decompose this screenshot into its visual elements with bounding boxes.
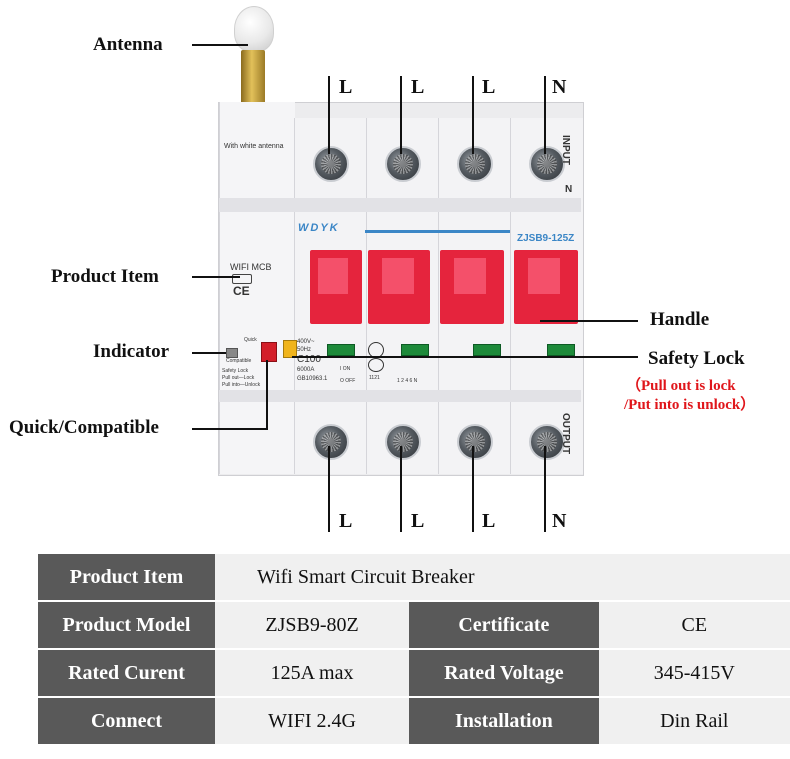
- cqc-mark-icon: [368, 358, 384, 372]
- status-window-3: [473, 344, 501, 356]
- status-window-4: [547, 344, 575, 356]
- bottom-terminal-4: N: [552, 510, 567, 532]
- standard-small: GB10963.1: [297, 376, 328, 382]
- output-label: OUTPUT: [560, 413, 571, 455]
- leader-quick-h: [192, 428, 268, 430]
- bottom-terminal-1: L: [339, 510, 353, 532]
- wifi-icon: [232, 274, 252, 284]
- spec-header-connect: Connect: [38, 698, 216, 744]
- top-screw-2: [385, 146, 421, 182]
- bottom-screw-1: [313, 424, 349, 460]
- brand-stripe: [365, 230, 510, 233]
- spec-header-product-item: Product Item: [38, 554, 216, 602]
- leader-product-item: [192, 276, 240, 278]
- spec-header-certificate: Certificate: [409, 602, 599, 650]
- table-row: Rated Curent 125A max Rated Voltage 345-…: [38, 650, 790, 698]
- leader-indicator: [192, 352, 226, 354]
- handle-grip-1: [318, 258, 348, 294]
- bottom-screw-3: [457, 424, 493, 460]
- top-screw-4: [529, 146, 565, 182]
- bottom-terminal-2: L: [411, 510, 425, 532]
- off-small: O OFF: [340, 378, 356, 384]
- status-window-2: [401, 344, 429, 356]
- indicator-led: [226, 348, 238, 358]
- top-terminal-2: L: [411, 76, 425, 98]
- model-tag: ZJSB9-125Z: [517, 233, 575, 244]
- safety-lock-note-2: /Put into is unlock）: [624, 397, 756, 413]
- bottom-wire-3: [472, 446, 474, 532]
- leader-quick-v: [266, 360, 268, 430]
- breaking-small: 6000A: [297, 367, 315, 373]
- spec-header-installation: Installation: [409, 698, 599, 744]
- leader-antenna: [192, 44, 248, 46]
- safety-lock-small: Safety Lock: [222, 368, 249, 374]
- top-wire-1: [328, 76, 330, 154]
- bottom-wire-4: [544, 446, 546, 532]
- spec-value-current: 125A max: [215, 650, 410, 698]
- pull-into-small: Pull into—Unlock: [222, 382, 261, 388]
- top-wire-2: [400, 76, 402, 154]
- callout-antenna: Antenna: [93, 34, 163, 55]
- table-row: Product Model ZJSB9-80Z Certificate CE: [38, 602, 790, 650]
- compatible-label: Compatible: [226, 358, 252, 364]
- safety-lock-note-1: （Pull out is lock: [626, 378, 736, 394]
- spec-header-voltage: Rated Voltage: [409, 650, 599, 698]
- top-screw-3: [457, 146, 493, 182]
- n-label: N: [565, 184, 573, 195]
- top-wire-4: [544, 76, 546, 154]
- bottom-wire-1: [328, 446, 330, 532]
- wifi-module: [219, 102, 295, 474]
- spec-value-voltage: 345-415V: [598, 650, 790, 698]
- bottom-screw-4: [529, 424, 565, 460]
- callout-quick-compatible: Quick/Compatible: [9, 417, 159, 438]
- top-band: [219, 198, 581, 212]
- handle-grip-2: [382, 258, 414, 294]
- top-wire-3: [472, 76, 474, 154]
- ce-mark: CE: [233, 284, 250, 298]
- safety-lock-button[interactable]: [283, 340, 297, 358]
- quick-label: Quick: [244, 337, 257, 343]
- pole-small: 1 2 4 6 N: [397, 378, 418, 384]
- spec-value-product-item: Wifi Smart Circuit Breaker: [215, 554, 790, 602]
- callout-handle: Handle: [650, 309, 710, 330]
- handle-grip-3: [454, 258, 486, 294]
- handle-grip-4: [528, 258, 560, 294]
- bottom-screw-2: [385, 424, 421, 460]
- top-screw-1: [313, 146, 349, 182]
- spec-value-installation: Din Rail: [598, 698, 790, 744]
- on-small: I ON: [340, 366, 351, 372]
- bottom-wire-2: [400, 446, 402, 532]
- spec-value-connect: WIFI 2.4G: [215, 698, 410, 744]
- spec-table: Product Item Wifi Smart Circuit Breaker …: [38, 554, 790, 744]
- pull-out-small: Pull out—Lock: [222, 375, 255, 381]
- table-row: Product Item Wifi Smart Circuit Breaker: [38, 554, 790, 602]
- antenna-connector: [241, 50, 265, 108]
- antenna: [231, 6, 277, 110]
- callout-indicator: Indicator: [93, 341, 169, 362]
- wifi-mcb-label: WIFI MCB: [230, 262, 272, 272]
- bottom-band: [219, 390, 581, 402]
- quick-switch[interactable]: [261, 342, 277, 362]
- spec-header-model: Product Model: [38, 602, 216, 650]
- voltage-small: 400V~: [297, 339, 315, 345]
- top-terminal-3: L: [482, 76, 496, 98]
- input-label: INPUT: [560, 135, 571, 165]
- callout-product-item: Product Item: [51, 266, 159, 287]
- leader-handle: [540, 320, 638, 322]
- callout-safety-lock: Safety Lock: [648, 348, 745, 369]
- spec-header-current: Rated Curent: [38, 650, 216, 698]
- top-terminal-4: N: [552, 76, 567, 98]
- antenna-note: With white antenna: [224, 143, 284, 150]
- spec-value-model: ZJSB9-80Z: [215, 602, 410, 650]
- freq-small: 50Hz: [297, 347, 312, 353]
- top-terminal-1: L: [339, 76, 353, 98]
- ccc-small: 1121: [369, 375, 380, 381]
- spec-value-certificate: CE: [598, 602, 790, 650]
- brand-logo: WDYK: [298, 222, 340, 234]
- leader-safety-lock: [292, 356, 638, 358]
- bottom-terminal-3: L: [482, 510, 496, 532]
- rating-small: C100: [297, 354, 321, 365]
- status-window-1: [327, 344, 355, 356]
- table-row: Connect WIFI 2.4G Installation Din Rail: [38, 698, 790, 744]
